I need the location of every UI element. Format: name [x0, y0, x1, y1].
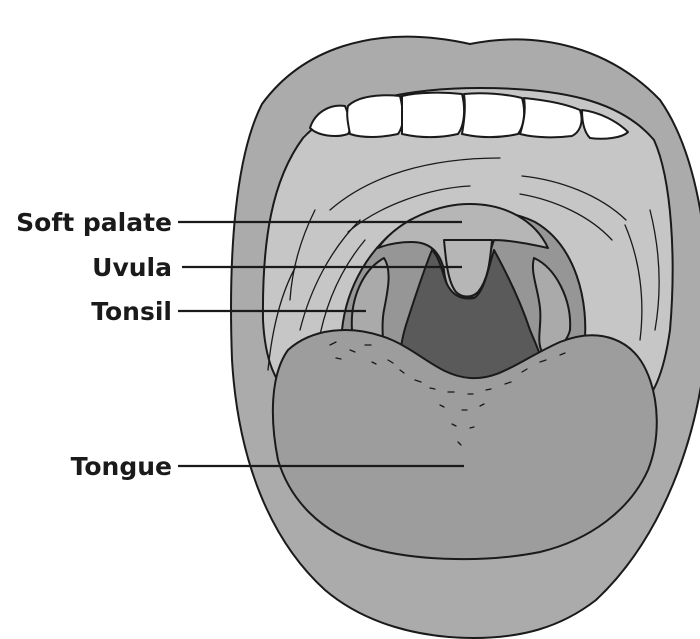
tooth — [462, 93, 524, 137]
label-tonsil: Tonsil — [91, 297, 172, 326]
tooth — [347, 95, 403, 137]
label-soft-palate: Soft palate — [16, 208, 172, 237]
label-uvula: Uvula — [92, 253, 172, 282]
tooth — [402, 93, 464, 137]
label-tongue: Tongue — [71, 452, 172, 481]
